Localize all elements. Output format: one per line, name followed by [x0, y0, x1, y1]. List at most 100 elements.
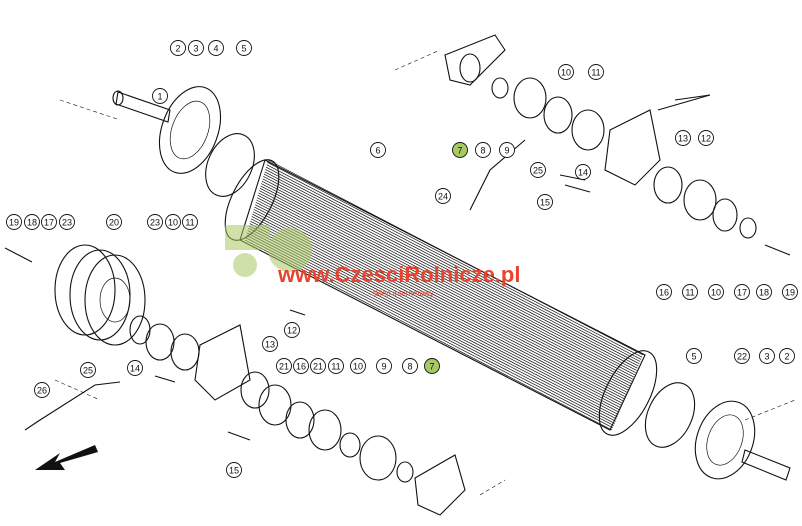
callout-circle: [208, 40, 224, 56]
callout-text: 17: [44, 218, 54, 228]
callout-circle: [41, 214, 57, 230]
callout-circle: [284, 322, 300, 338]
callout-text: 25: [533, 166, 543, 176]
callout-13: 13: [262, 336, 278, 352]
callout-15: 15: [226, 462, 242, 478]
callout-text: 5: [691, 352, 696, 362]
drum-rib: [246, 234, 614, 426]
callout-2: 2: [779, 348, 795, 364]
callout-circle: [537, 194, 553, 210]
callout-text: 9: [504, 146, 509, 156]
callout-18: 18: [756, 284, 772, 300]
callout-10: 10: [350, 358, 366, 374]
callout-circle: [675, 130, 691, 146]
callout-14: 14: [127, 360, 143, 376]
callout-circle: [80, 362, 96, 378]
callout-text: 12: [287, 326, 297, 336]
callout-text: 5: [241, 44, 246, 54]
callout-text: 20: [109, 218, 119, 228]
drum-rib: [255, 202, 627, 396]
callout-circle: [435, 188, 451, 204]
callout-circle: [24, 214, 40, 230]
drum-rib: [259, 190, 632, 384]
callout-11: 11: [588, 64, 604, 80]
callout-25: 25: [530, 162, 546, 178]
callout-23: 23: [59, 214, 75, 230]
callout-circle: [734, 348, 750, 364]
callout-circle: [370, 142, 386, 158]
callout-4: 4: [208, 40, 224, 56]
callout-text: 18: [759, 288, 769, 298]
drum-rib: [261, 183, 635, 378]
callout-text: 10: [353, 362, 363, 372]
callout-circle: [34, 382, 50, 398]
callout-circle: [328, 358, 344, 374]
callout-text: 14: [578, 168, 588, 178]
callout-text: 8: [407, 362, 412, 372]
drum-rib: [254, 206, 625, 400]
drum-rib: [247, 230, 616, 422]
watermark-logo: [225, 225, 312, 277]
callout-circle: [656, 284, 672, 300]
callout-text: 13: [678, 134, 688, 144]
callout-text: 11: [685, 288, 694, 298]
callout-text: 21: [279, 362, 289, 372]
callout-text: 9: [381, 362, 386, 372]
callout-circle: [575, 164, 591, 180]
callout-text: 14: [130, 364, 140, 374]
callout-16: 16: [656, 284, 672, 300]
callout-circle: [686, 348, 702, 364]
callout-17: 17: [734, 284, 750, 300]
callout-circle: [276, 358, 292, 374]
drum-rib: [260, 185, 634, 380]
callout-16: 16: [293, 358, 309, 374]
callout-circle: [402, 358, 418, 374]
callout-circle: [588, 64, 604, 80]
callout-21: 21: [310, 358, 326, 374]
callout-9: 9: [499, 142, 515, 158]
drum-rib: [253, 209, 625, 402]
callout-text: 3: [764, 352, 769, 362]
callout-text: 23: [62, 218, 72, 228]
drum-rib: [244, 239, 613, 431]
drum-rib: [254, 204, 626, 398]
callout-5: 5: [686, 348, 702, 364]
callout-19: 19: [6, 214, 22, 230]
callout-text: 11: [591, 68, 600, 78]
callout-circle: [759, 348, 775, 364]
callout-text: 7: [429, 362, 434, 372]
callout-circle: [782, 284, 798, 300]
left-flange-part-4: [112, 86, 222, 174]
callout-text: 11: [331, 362, 340, 372]
drum-rib: [259, 187, 633, 382]
callout-15: 15: [537, 194, 553, 210]
callout-7: 7: [424, 358, 440, 374]
callout-circle: [226, 462, 242, 478]
callout-25: 25: [80, 362, 96, 378]
callout-circle: [106, 214, 122, 230]
drum-rib: [250, 218, 621, 411]
o-ring-part-5-right: [644, 382, 696, 448]
drum-part-6: [224, 159, 658, 436]
callout-text: 12: [701, 134, 711, 144]
watermark-main-text: www.CzesciRolnicze.pl: [277, 262, 520, 287]
callout-circle: [6, 214, 22, 230]
callout-circle: [262, 336, 278, 352]
callout-circle: [499, 142, 515, 158]
callout-circle: [376, 358, 392, 374]
callout-circle: [170, 40, 186, 56]
drum-rib: [267, 159, 644, 356]
callout-circle: [756, 284, 772, 300]
drum-rib: [265, 166, 641, 362]
drum-rib: [246, 232, 615, 424]
callout-23: 23: [147, 214, 163, 230]
drum-rib: [266, 164, 642, 360]
callout-text: 21: [313, 362, 323, 372]
callout-text: 15: [229, 466, 239, 476]
callout-5: 5: [236, 40, 252, 56]
drum-rib: [257, 197, 629, 391]
callout-10: 10: [165, 214, 181, 230]
callout-2: 2: [170, 40, 186, 56]
